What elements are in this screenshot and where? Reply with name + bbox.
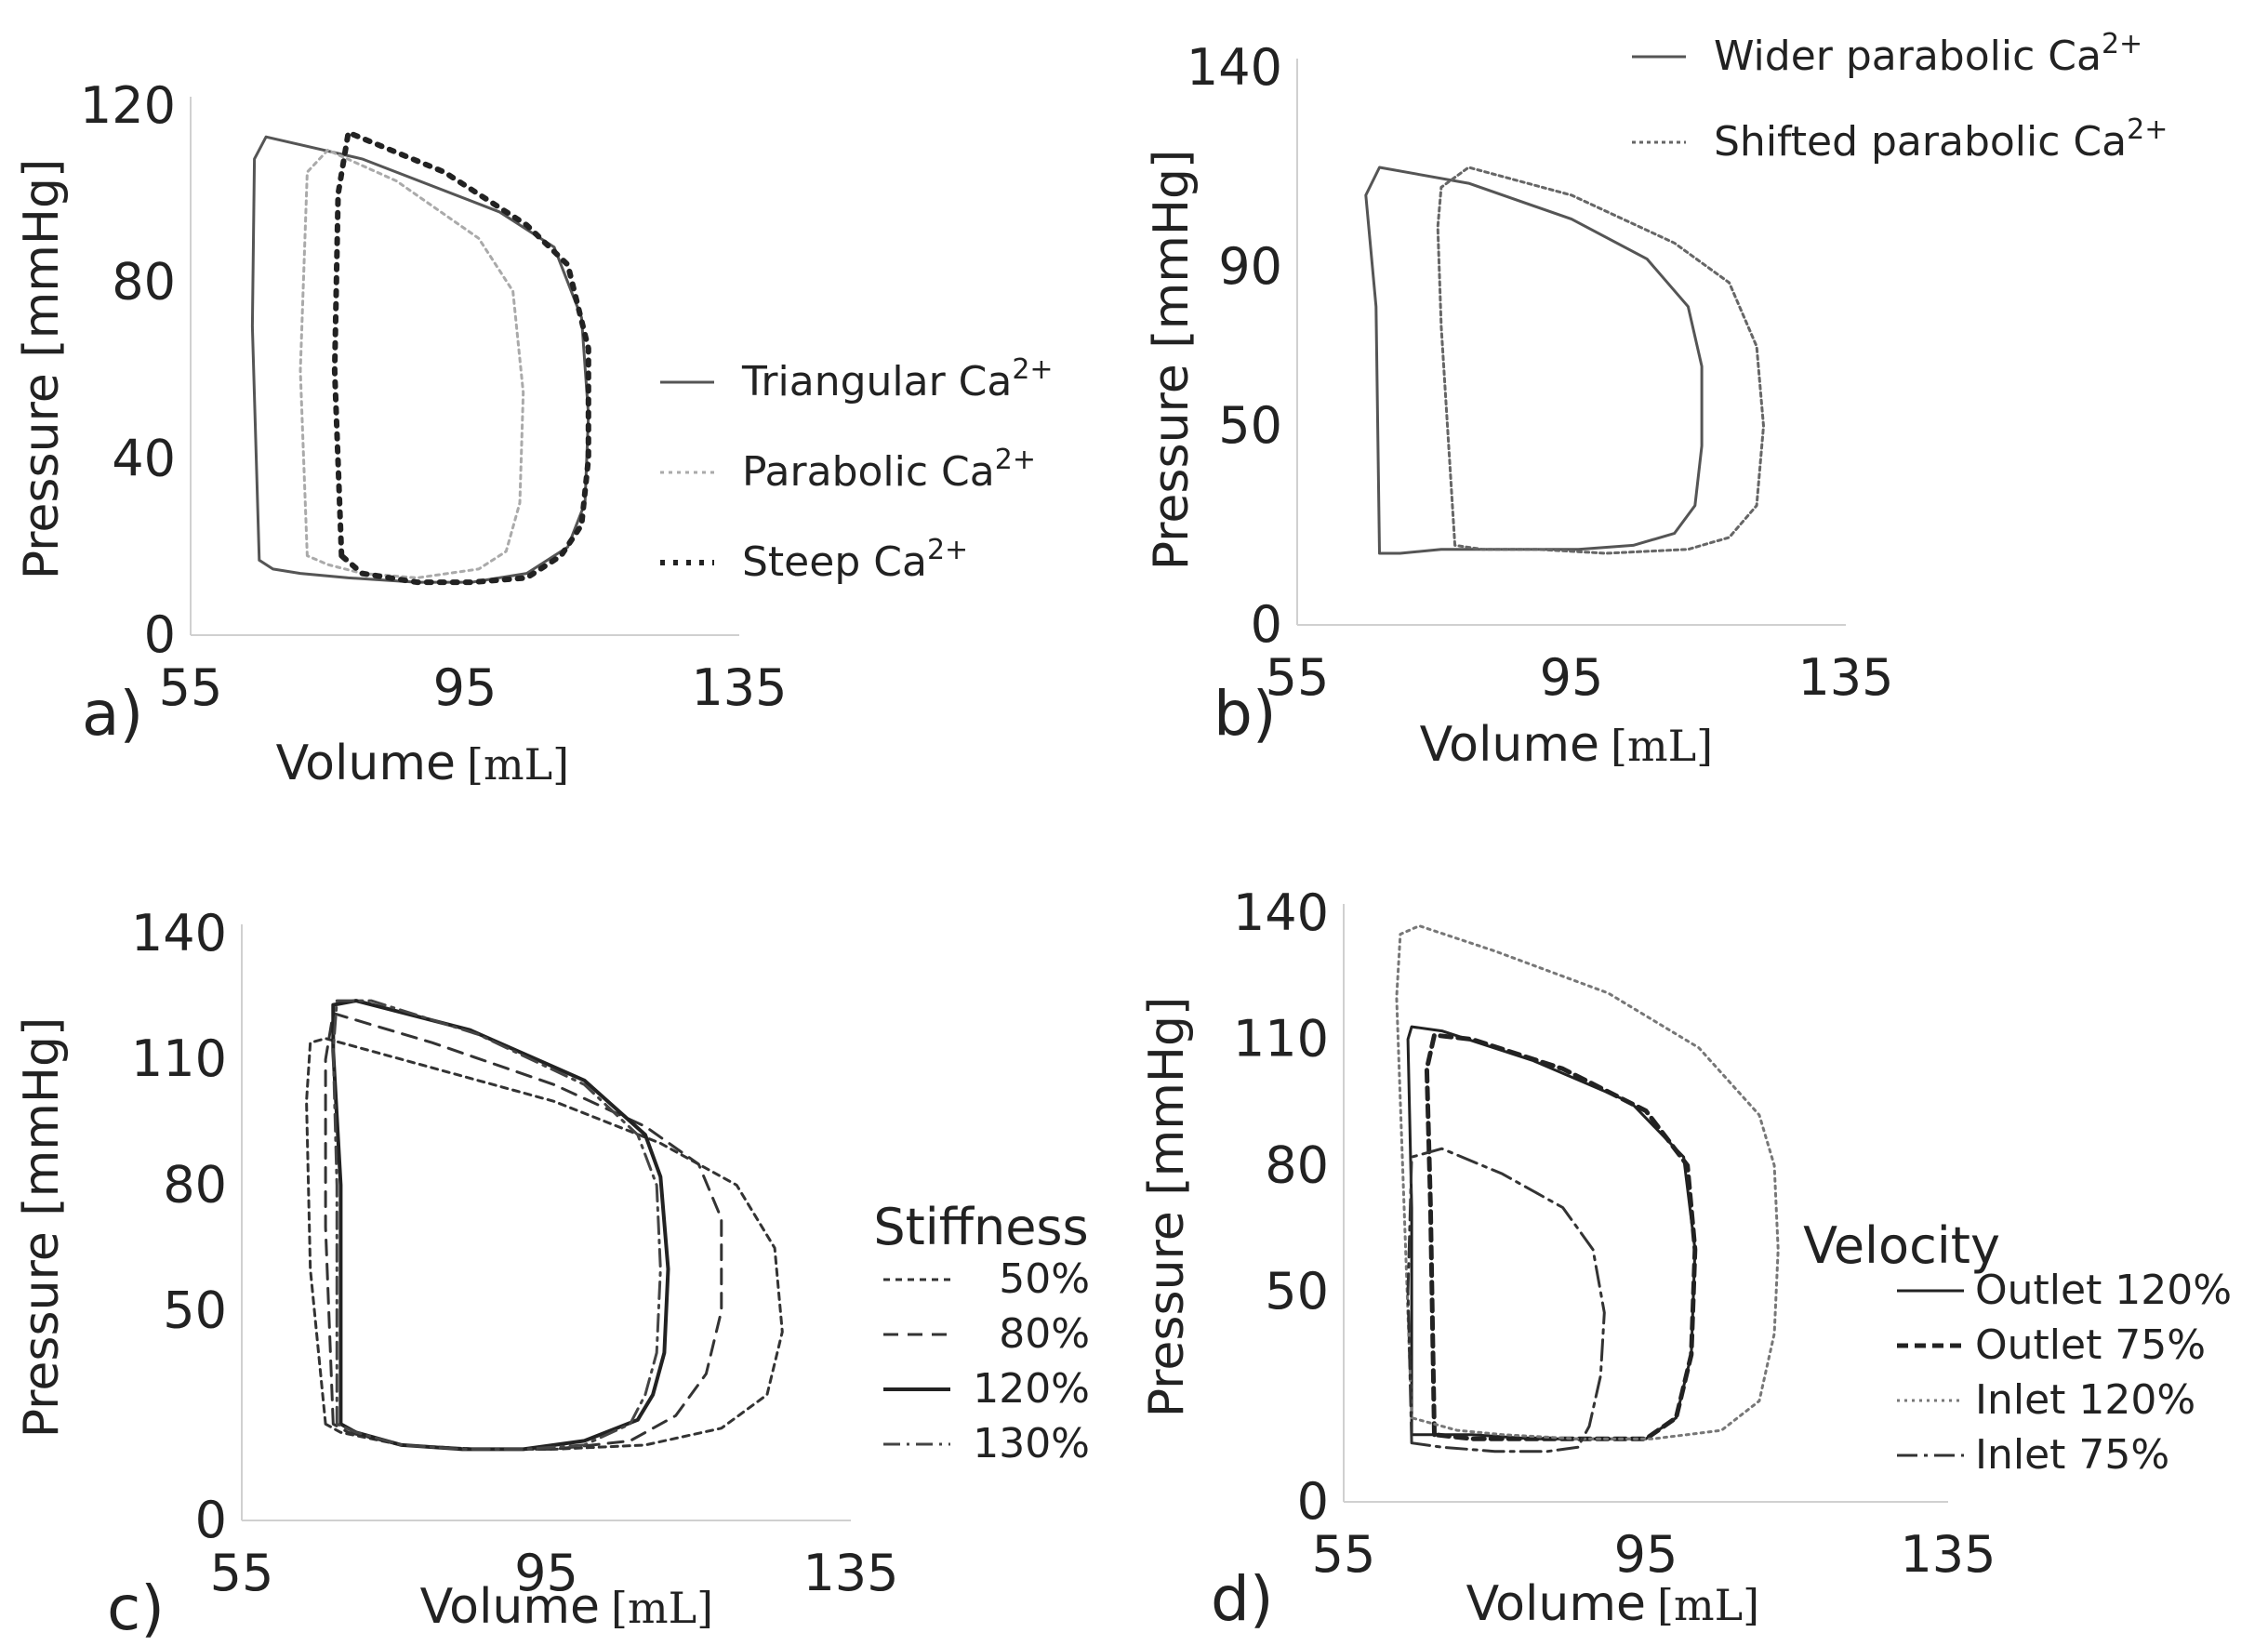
legend-title: Velocity: [1803, 1216, 2000, 1275]
legend-label: 130%: [973, 1420, 1090, 1467]
legend-label: 80%: [999, 1310, 1090, 1358]
y-tick-label: 120: [80, 76, 176, 135]
y-tick-label: 140: [131, 904, 227, 962]
x-tick-label: 95: [1614, 1525, 1678, 1584]
y-axis-title: Pressure [mmHg]: [1144, 150, 1200, 571]
panel-letter: d): [1211, 1563, 1274, 1635]
y-tick-label: 80: [112, 253, 176, 312]
x-tick-label: 135: [1900, 1525, 1996, 1584]
x-axis-title: Volume: [1420, 717, 1599, 773]
x-tick-label: 55: [159, 658, 223, 717]
x-tick-label: 95: [1540, 648, 1604, 707]
series-line: [324, 1012, 723, 1451]
y-tick-label: 50: [1218, 396, 1282, 455]
legend-superscript: 2+: [1012, 353, 1053, 386]
y-axis-title: Pressure [mmHg]: [14, 1017, 70, 1439]
legend-label: Triangular Ca2+: [741, 353, 1054, 405]
series-line: [1395, 924, 1780, 1440]
x-tick-label: 135: [1797, 648, 1893, 707]
y-tick-label: 110: [131, 1029, 227, 1088]
y-tick-label: 140: [1187, 38, 1282, 97]
series-line: [305, 1037, 784, 1451]
legend-superscript: 2+: [2127, 113, 2168, 146]
x-axis-unit: [mL]: [1611, 721, 1713, 771]
legend-label: Shifted parabolic Ca2+: [1714, 113, 2168, 166]
legend-label: 50%: [999, 1255, 1090, 1303]
x-tick-label: 55: [1312, 1525, 1376, 1584]
legend-label: Outlet 75%: [1975, 1321, 2206, 1369]
y-tick-label: 0: [195, 1491, 227, 1549]
legend-label: Outlet 120%: [1975, 1267, 2232, 1314]
legend-label: Inlet 120%: [1975, 1376, 2195, 1424]
legend-superscript: 2+: [927, 534, 968, 566]
series-line: [1406, 1025, 1697, 1440]
series-line: [1424, 1032, 1698, 1441]
legend-label: Parabolic Ca2+: [742, 444, 1036, 496]
legend-label: 120%: [973, 1365, 1090, 1413]
x-tick-label: 55: [1266, 648, 1330, 707]
legend: Wider parabolic Ca2+ Shifted parabolic Ca…: [1632, 28, 2168, 166]
series-line: [1436, 166, 1765, 555]
series-line: [250, 135, 590, 584]
legend-label: Wider parabolic Ca2+: [1714, 28, 2142, 80]
legend-label: Inlet 75%: [1975, 1431, 2169, 1479]
x-tick-label: 55: [210, 1544, 274, 1602]
series-line: [331, 129, 591, 586]
y-tick-label: 140: [1233, 883, 1329, 942]
y-axis-title: Pressure [mmHg]: [14, 159, 70, 580]
y-tick-label: 50: [163, 1281, 227, 1340]
x-tick-label: 95: [514, 1544, 578, 1602]
x-tick-label: 135: [691, 658, 787, 717]
x-tick-label: 135: [802, 1544, 898, 1602]
x-axis-title: Volume: [420, 1579, 600, 1635]
panel-letter: c): [107, 1573, 165, 1644]
legend-label: Steep Ca2+: [742, 534, 968, 586]
y-tick-label: 90: [1218, 237, 1282, 296]
y-tick-label: 0: [144, 605, 176, 664]
x-axis-unit: [mL]: [1657, 1580, 1759, 1630]
y-tick-label: 40: [112, 429, 176, 487]
legend-superscript: 2+: [995, 444, 1036, 476]
legend: Triangular Ca2+ Parabolic Ca2+ Steep Ca2+: [660, 353, 1054, 586]
y-tick-label: 80: [163, 1155, 227, 1214]
x-axis-unit: [mL]: [611, 1583, 713, 1633]
series-line: [298, 148, 525, 579]
x-axis-title: Volume: [1466, 1576, 1646, 1632]
x-axis-title: Volume: [276, 736, 456, 791]
y-tick-label: 0: [1297, 1472, 1329, 1531]
x-axis-unit: [mL]: [467, 739, 569, 790]
series-line: [331, 999, 670, 1452]
series-line: [1406, 1147, 1606, 1454]
panel-letter: a): [82, 678, 143, 750]
y-axis-title: Pressure [mmHg]: [1139, 997, 1195, 1418]
y-tick-label: 0: [1251, 595, 1282, 654]
x-tick-label: 95: [433, 658, 497, 717]
legend-superscript: 2+: [2102, 28, 2142, 60]
series-line: [331, 999, 662, 1451]
panel-letter: b): [1214, 678, 1277, 750]
y-tick-label: 110: [1233, 1010, 1329, 1069]
legend-title: Stiffness: [873, 1198, 1088, 1256]
y-tick-label: 50: [1265, 1262, 1329, 1321]
series-line: [1364, 166, 1704, 555]
y-tick-label: 80: [1265, 1135, 1329, 1194]
